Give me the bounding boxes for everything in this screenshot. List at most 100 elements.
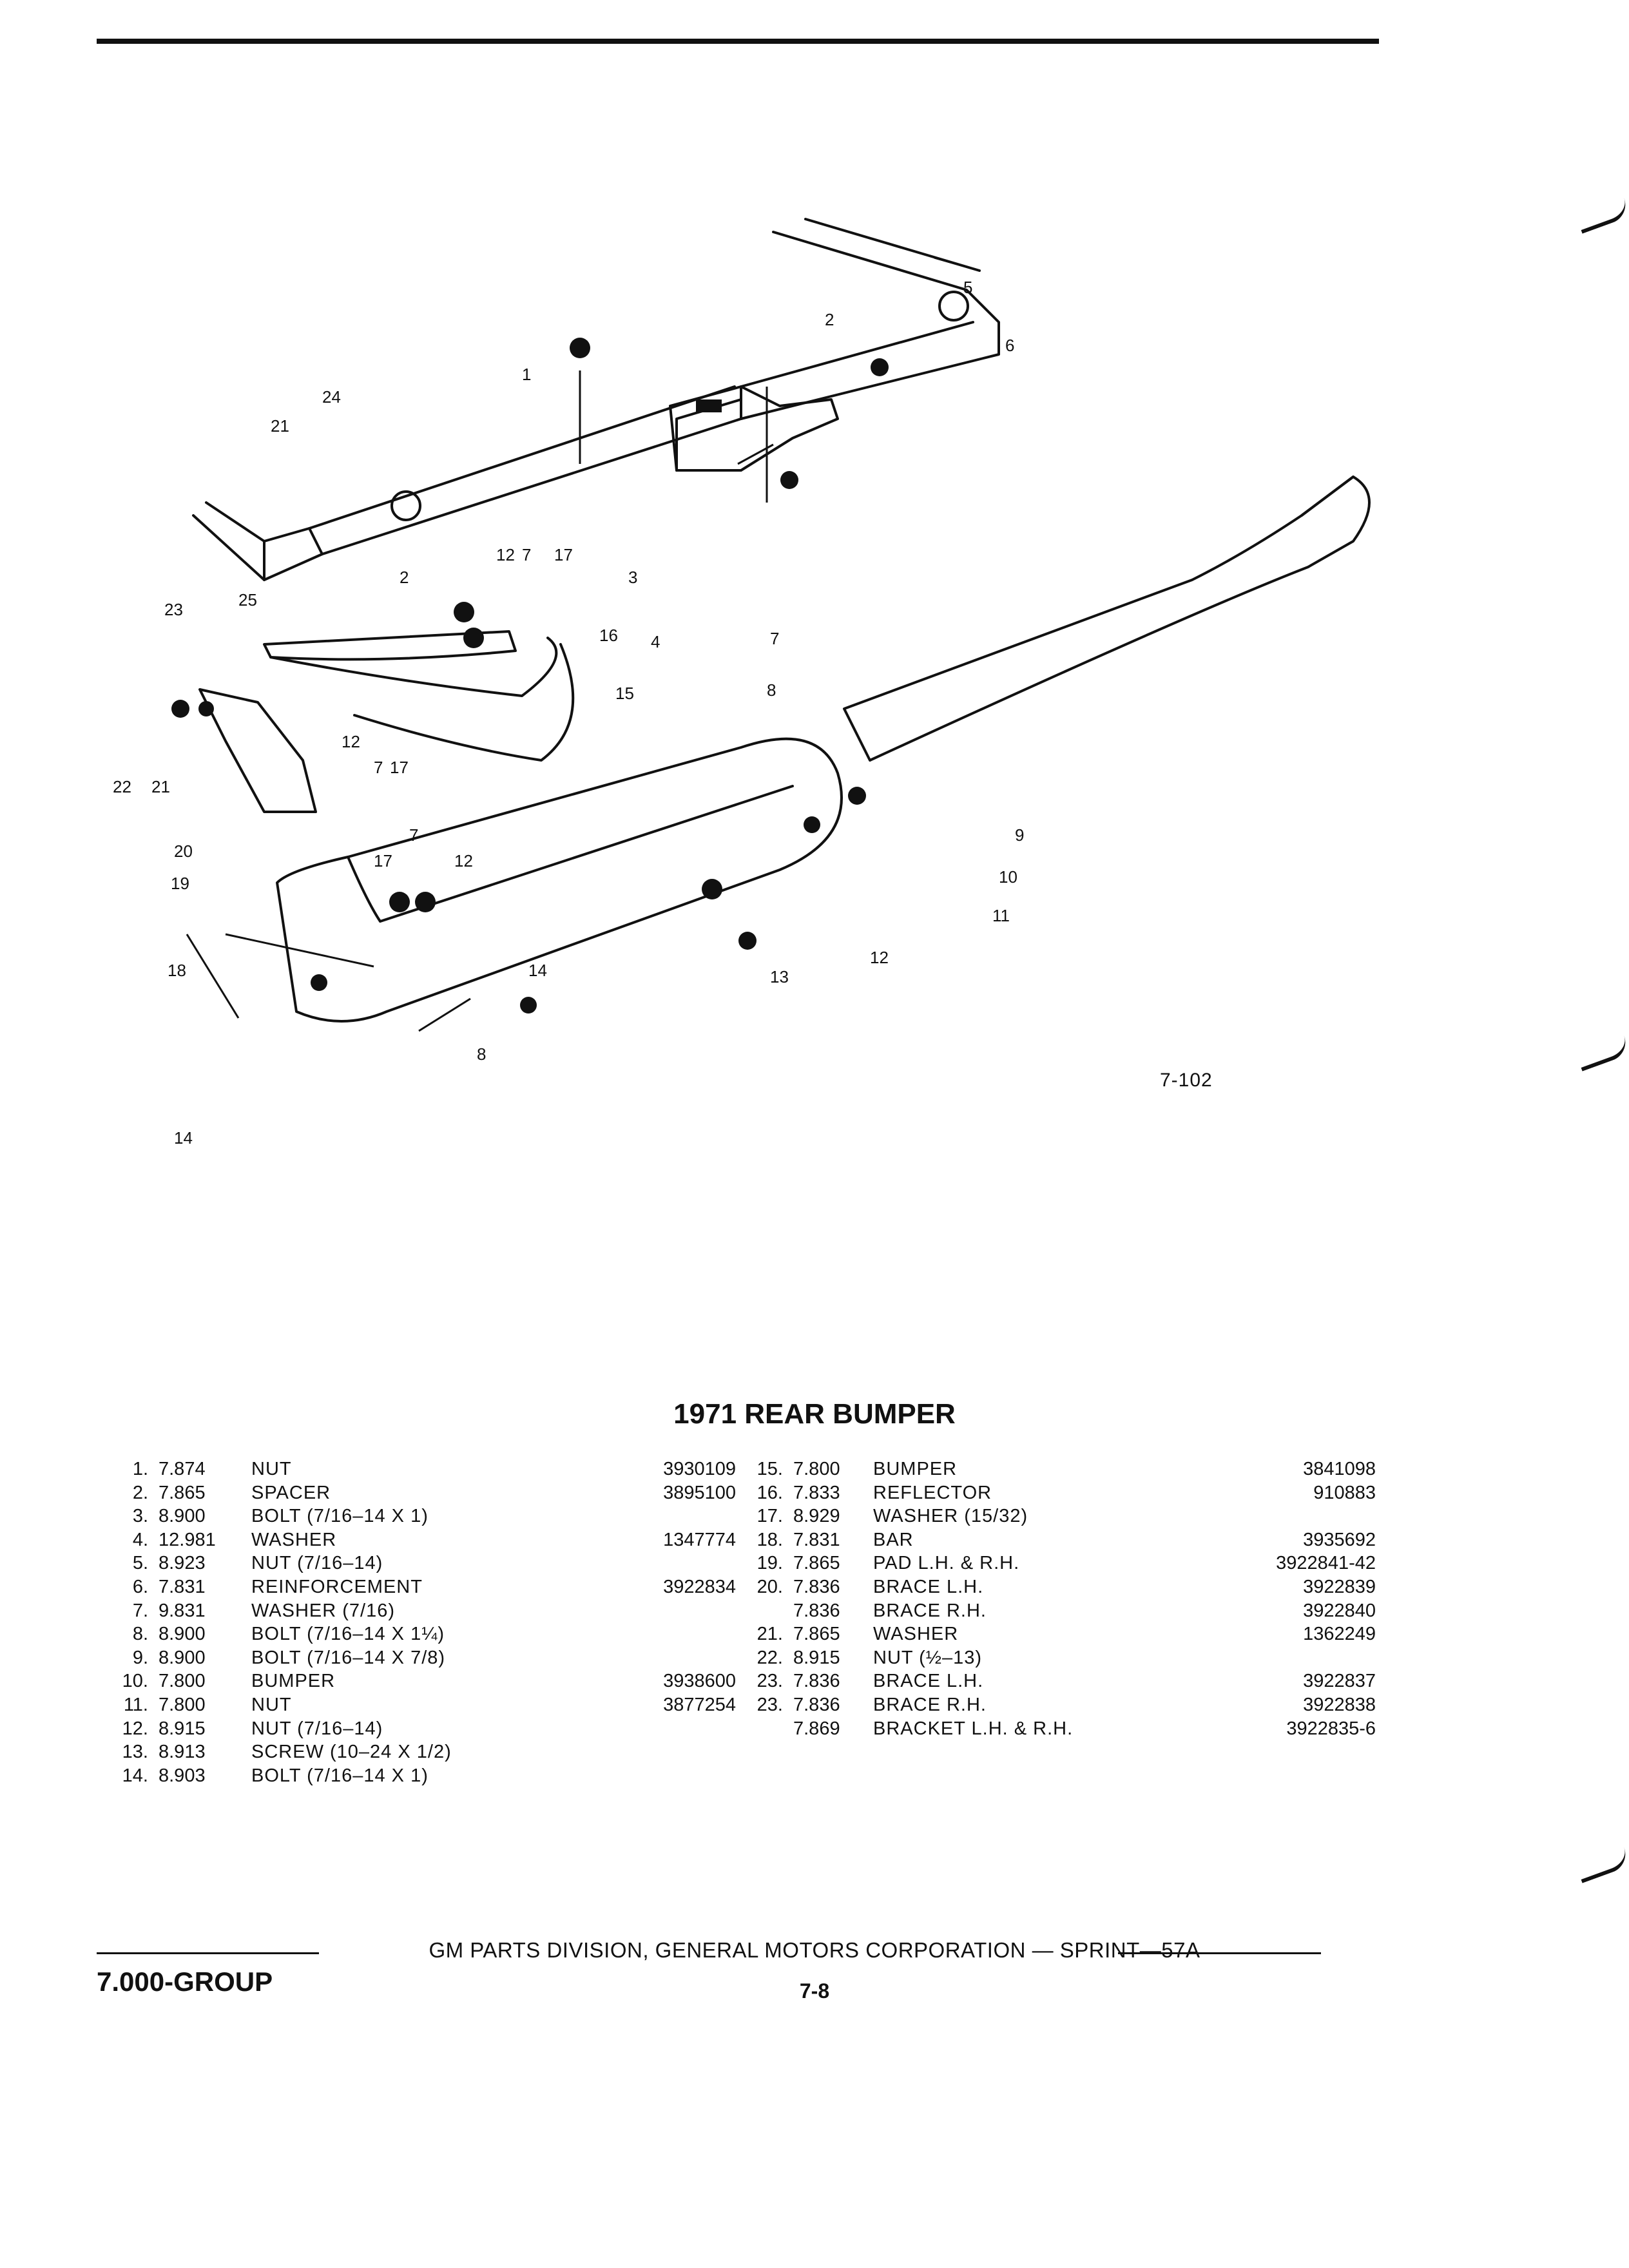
group-label: 7.000-GROUP bbox=[97, 1966, 273, 1997]
bolt-part bbox=[311, 974, 327, 991]
part-number-index: 19. bbox=[757, 1553, 783, 1574]
callout-18: 18 bbox=[168, 961, 186, 980]
part-number: 3841098 bbox=[1303, 1459, 1376, 1479]
group-code: 8.900 bbox=[159, 1624, 206, 1645]
part-number-index: 16. bbox=[757, 1482, 783, 1503]
parts-row: 19. 7.865 PAD L.H. & R.H. 3922841-42 bbox=[738, 1552, 1382, 1575]
callout-13: 13 bbox=[770, 967, 789, 986]
group-code: 7.836 bbox=[793, 1671, 840, 1692]
part-number: 3938600 bbox=[663, 1671, 736, 1692]
part-description: BUMPER bbox=[873, 1459, 958, 1479]
nut-part bbox=[570, 338, 590, 358]
callout-12: 12 bbox=[342, 732, 360, 751]
callout-12: 12 bbox=[870, 948, 889, 967]
callout-7: 7 bbox=[409, 825, 418, 845]
bolt-part bbox=[780, 471, 798, 489]
part-number: 3922841-42 bbox=[1276, 1553, 1376, 1574]
group-code: 7.865 bbox=[793, 1624, 840, 1645]
callout-5: 5 bbox=[963, 278, 972, 297]
part-number: 3930109 bbox=[663, 1459, 736, 1479]
bolt-part bbox=[520, 997, 537, 1014]
callout-2: 2 bbox=[825, 310, 834, 329]
part-description: SCREW (10–24 x 1/2) bbox=[251, 1742, 452, 1763]
callout-21: 21 bbox=[271, 416, 289, 436]
group-code: 8.913 bbox=[159, 1742, 206, 1763]
part-number: 3922835-6 bbox=[1286, 1718, 1376, 1739]
nut-part bbox=[848, 787, 866, 805]
parts-row: 13. 8.913 SCREW (10–24 x 1/2) bbox=[103, 1740, 741, 1764]
part-number: 3922834 bbox=[663, 1576, 736, 1597]
part-description: NUT (7/16–14) bbox=[251, 1718, 383, 1739]
part-description: REFLECTOR bbox=[873, 1482, 992, 1503]
part-description: BRACE R.H. bbox=[873, 1600, 987, 1621]
group-code: 7.874 bbox=[159, 1459, 206, 1479]
part-number-index: 11. bbox=[123, 1694, 148, 1715]
part-number-index: 1. bbox=[132, 1459, 148, 1479]
part-number: 910883 bbox=[1313, 1482, 1376, 1503]
callout-14: 14 bbox=[174, 1128, 193, 1148]
group-code: 7.831 bbox=[793, 1529, 840, 1550]
callout-10: 10 bbox=[999, 867, 1017, 887]
group-code: 8.915 bbox=[159, 1718, 206, 1739]
group-code: 7.800 bbox=[159, 1671, 206, 1692]
part-description: PAD L.H. & R.H. bbox=[873, 1553, 1020, 1574]
spacer-part bbox=[696, 399, 722, 412]
top-rule bbox=[97, 39, 1379, 44]
part-number-index: 9. bbox=[132, 1647, 148, 1668]
group-code: 9.831 bbox=[159, 1600, 206, 1621]
exploded-parts-diagram: 1 2 2 3 4 5 6 7 7 7 7 8 8 9 10 11 12 12 … bbox=[97, 193, 1385, 1160]
part-number-index: 5. bbox=[132, 1553, 148, 1574]
callout-12: 12 bbox=[496, 545, 515, 564]
part-description: BRACE R.H. bbox=[873, 1694, 987, 1715]
callout-23: 23 bbox=[164, 600, 183, 619]
part-description: NUT bbox=[251, 1694, 292, 1715]
group-code: 7.869 bbox=[793, 1718, 840, 1739]
footer-rule-right bbox=[1118, 1952, 1321, 1954]
part-description: BUMPER bbox=[251, 1671, 336, 1692]
part-number-index: 10. bbox=[122, 1671, 148, 1692]
part-description: WASHER bbox=[873, 1624, 959, 1645]
part-description: WASHER (7/16) bbox=[251, 1600, 396, 1621]
part-number: 3922838 bbox=[1303, 1694, 1376, 1715]
part-number-index: 14. bbox=[122, 1765, 148, 1786]
callout-11: 11 bbox=[992, 906, 1010, 925]
callout-3: 3 bbox=[628, 568, 637, 587]
callout-4: 4 bbox=[651, 632, 660, 651]
group-code: 7.800 bbox=[793, 1459, 840, 1479]
part-number: 3935692 bbox=[1303, 1529, 1376, 1550]
part-description: SPACER bbox=[251, 1482, 331, 1503]
washer-part bbox=[454, 602, 474, 622]
callout-14: 14 bbox=[528, 961, 547, 980]
callout-19: 19 bbox=[171, 874, 189, 893]
part-number-index: 6. bbox=[132, 1576, 148, 1597]
callout-16: 16 bbox=[599, 626, 618, 645]
callout-6: 6 bbox=[1005, 336, 1014, 355]
bumper-assembly-drawing: 1 2 2 3 4 5 6 7 7 7 7 8 8 9 10 11 12 12 … bbox=[113, 218, 1371, 1148]
group-code: 7.865 bbox=[159, 1482, 206, 1503]
part-number-index: 13. bbox=[122, 1742, 148, 1763]
part-description: BOLT (7/16–14 x 1) bbox=[251, 1506, 429, 1527]
binding-mark bbox=[1576, 1847, 1629, 1883]
callout-1: 1 bbox=[522, 365, 531, 384]
part-number-index: 18. bbox=[757, 1529, 783, 1550]
group-code: 8.923 bbox=[159, 1553, 206, 1574]
nut-part bbox=[702, 879, 722, 899]
callout-12: 12 bbox=[454, 851, 473, 870]
group-code: 7.836 bbox=[793, 1576, 840, 1597]
group-code: 7.865 bbox=[793, 1553, 840, 1574]
screw-part bbox=[804, 816, 820, 833]
